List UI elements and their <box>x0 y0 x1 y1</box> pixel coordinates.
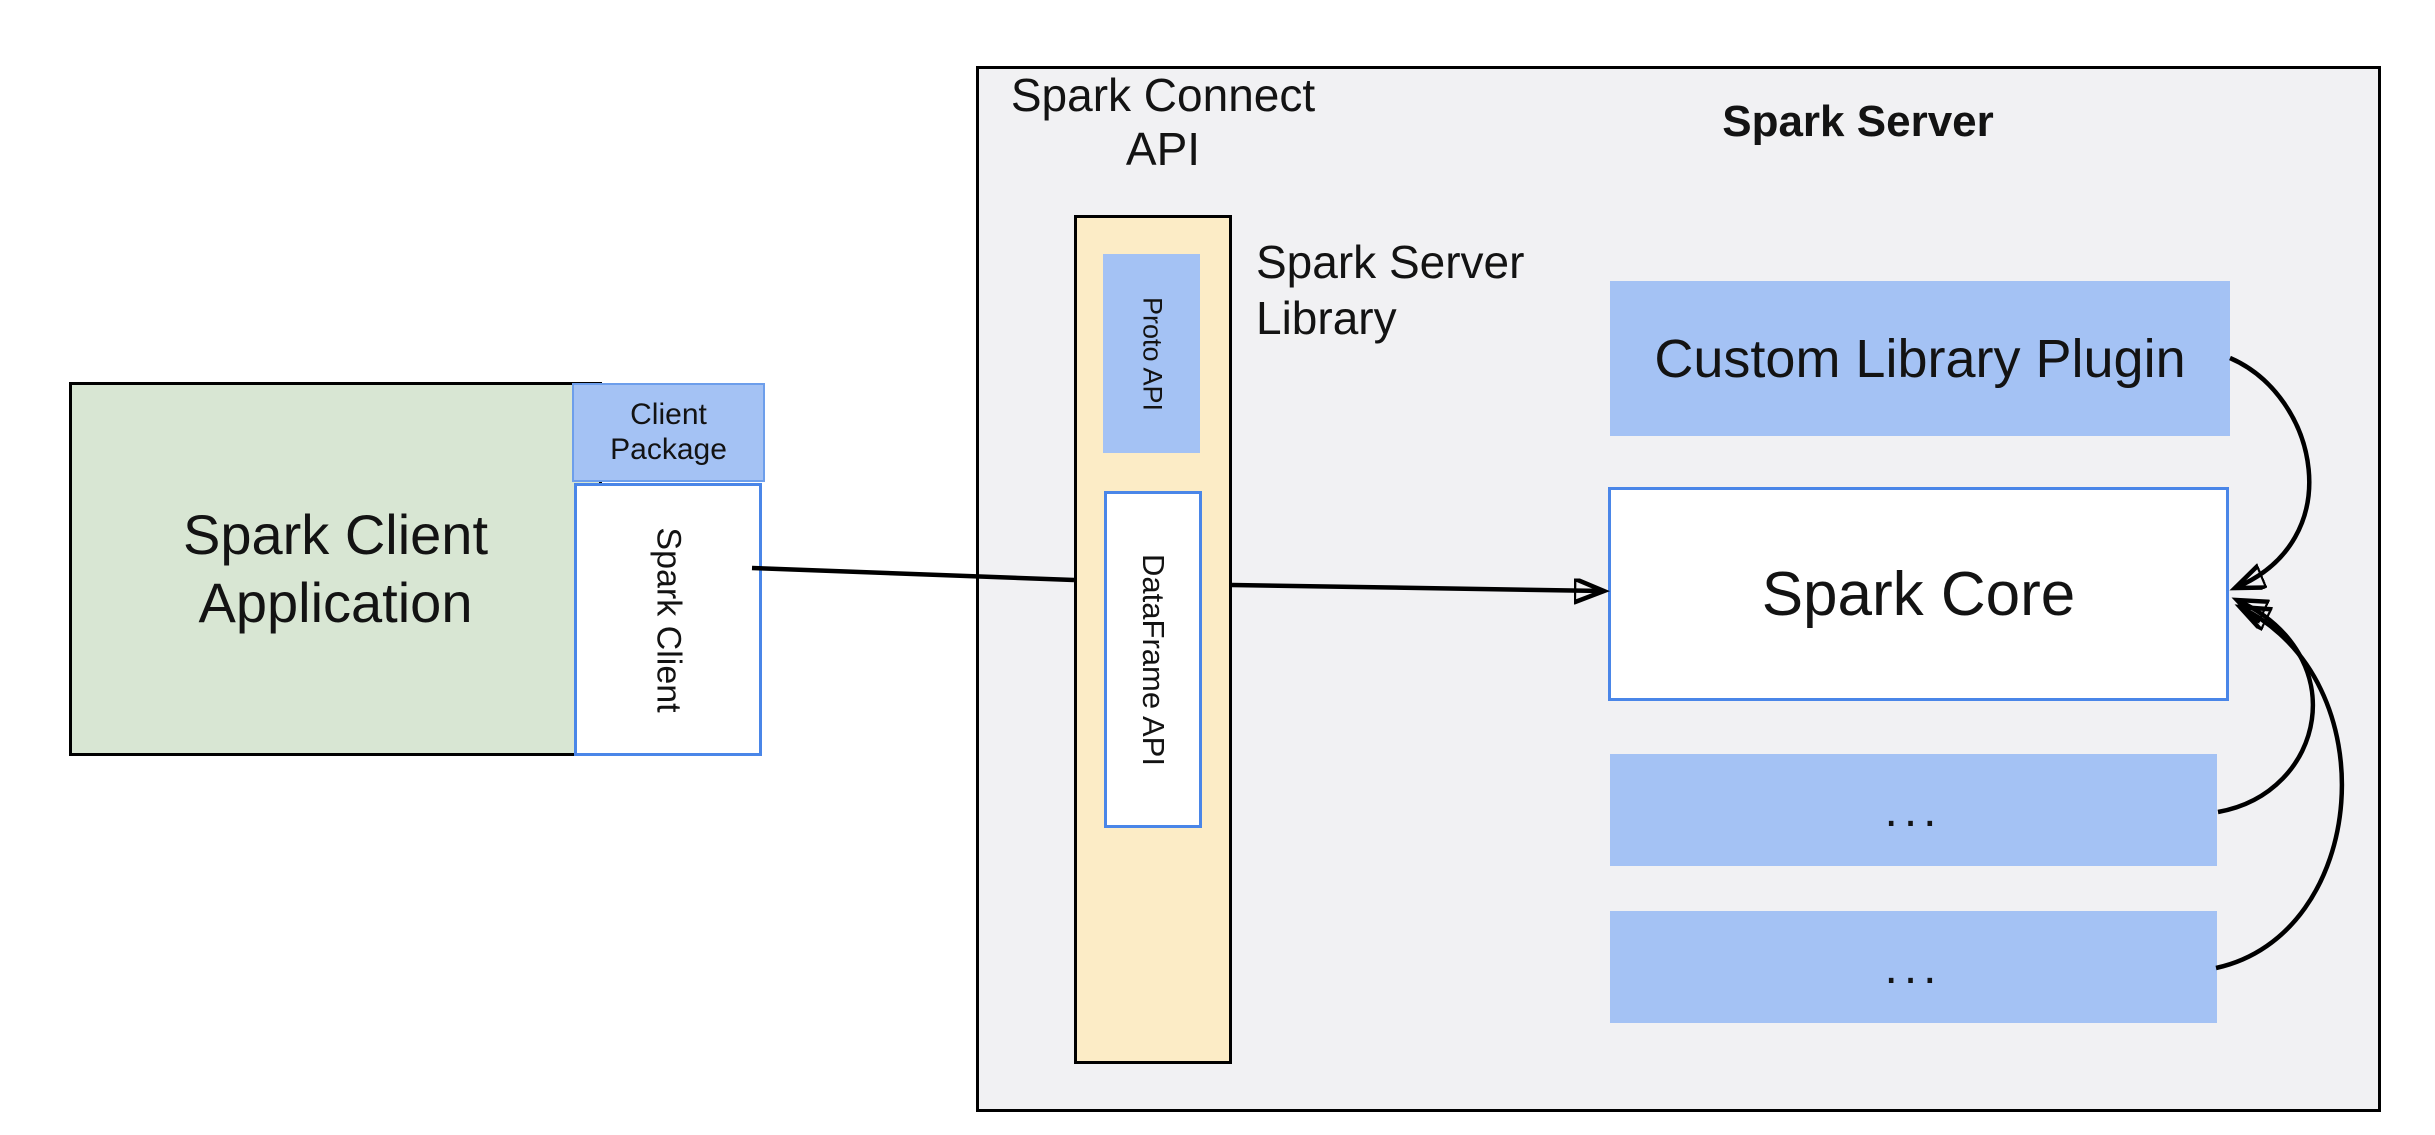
extension-box-1: ... <box>1610 754 2217 866</box>
client-package-box: Client Package <box>572 383 765 482</box>
spark-core-box: Spark Core <box>1608 487 2229 701</box>
custom-library-plugin-box: Custom Library Plugin <box>1610 281 2230 436</box>
extension-box-2: ... <box>1610 911 2217 1023</box>
dataframe-api-label: DataFrame API <box>1136 553 1171 766</box>
proto-api-box: Proto API <box>1103 254 1200 453</box>
spark-client-label: Spark Client <box>649 526 688 713</box>
spark-client-application-label: Spark Client Application <box>182 502 489 634</box>
spark-client-box: Spark Client <box>574 483 762 756</box>
spark-server-title: Spark Server <box>1722 97 1994 146</box>
dataframe-api-box: DataFrame API <box>1104 491 1202 828</box>
proto-api-label: Proto API <box>1137 296 1167 411</box>
spark-connect-api-title: Spark Connect API <box>1010 69 1316 176</box>
spark-client-application-box: Spark Client Application <box>69 382 602 756</box>
spark-server-library-label: Spark Server Library <box>1256 236 1525 345</box>
